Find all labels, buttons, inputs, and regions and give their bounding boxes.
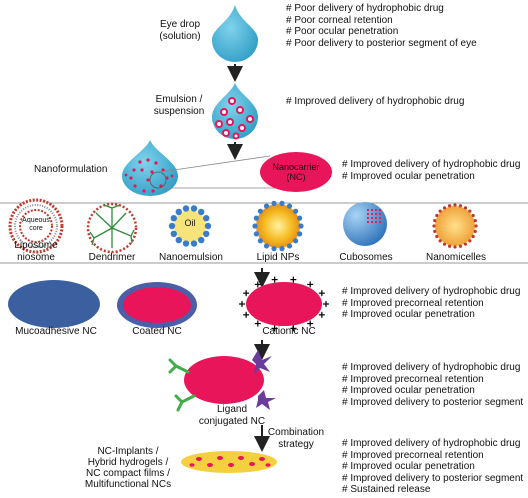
- ligand-notes: # Improved delivery of hydrophobic drug#…: [342, 362, 524, 408]
- modified-nc-notes: # Improved delivery of hydrophobic drug#…: [342, 286, 521, 320]
- cationic-charges: [239, 276, 329, 332]
- cubosome-icon: [343, 202, 387, 246]
- zoom-circle: [149, 171, 167, 189]
- liposome-icon: [8, 198, 64, 254]
- nanoformulation-drop-shape: [122, 140, 178, 196]
- combination-items: NC-Implants /Hybrid hydrogels / NC compa…: [84, 446, 172, 490]
- emulsion-droplets: [215, 97, 254, 140]
- emulsion-label: Emulsion /suspension: [153, 94, 205, 117]
- eye-drop-label: Eye drop(solution): [159, 19, 201, 42]
- nanoemulsion-label: Nanoemulsion: [159, 252, 223, 263]
- emulsion-drop-shape: [212, 83, 258, 139]
- mucoadhesive-nc-shape: [8, 280, 100, 328]
- eye-drop-notes: # Poor delivery of hydrophobic drug# Poo…: [286, 3, 477, 49]
- dendrimer-icon: [86, 202, 138, 254]
- nanoemulsion-icon: [168, 205, 212, 247]
- cubosomes-label: Cubosomes: [339, 252, 393, 263]
- mucoadhesive-label: Mucoadhesive NC: [15, 326, 97, 337]
- ligand-green: [168, 358, 196, 412]
- nanocarrier-ellipse: [260, 152, 332, 192]
- nanomicelles-label: Nanomicelles: [425, 252, 487, 263]
- coated-label: Coated NC: [132, 326, 182, 337]
- lipid-np-icon: [252, 200, 304, 252]
- ligand-nc-shape: [184, 356, 264, 404]
- combination-dots: [189, 456, 271, 467]
- combination-ellipse: [181, 451, 277, 473]
- ligand-purple: [252, 350, 276, 410]
- eye-drop-shape: [212, 5, 258, 62]
- emulsion-notes: # Improved delivery of hydrophobic drug: [286, 96, 465, 107]
- cationic-nc-shape: [246, 282, 322, 326]
- nanomicelle-icon: [432, 203, 478, 249]
- cationic-label: Cationic NC: [262, 326, 316, 337]
- oil-label: Oil: [184, 218, 196, 228]
- dendrimer-label: Dendrimer: [88, 252, 136, 263]
- nanoformulation-label: Nanoformulation: [34, 164, 108, 175]
- coated-nc-core: [123, 287, 191, 323]
- combination-notes: # Improved delivery of hydrophobic drug#…: [342, 438, 524, 495]
- lipid-np-label: Lipid NPs: [256, 252, 300, 263]
- nanoformulation-notes: # Improved delivery of hydrophobic drug#…: [342, 159, 521, 182]
- nanocarrier-label: Nanocarrier(NC): [272, 162, 320, 182]
